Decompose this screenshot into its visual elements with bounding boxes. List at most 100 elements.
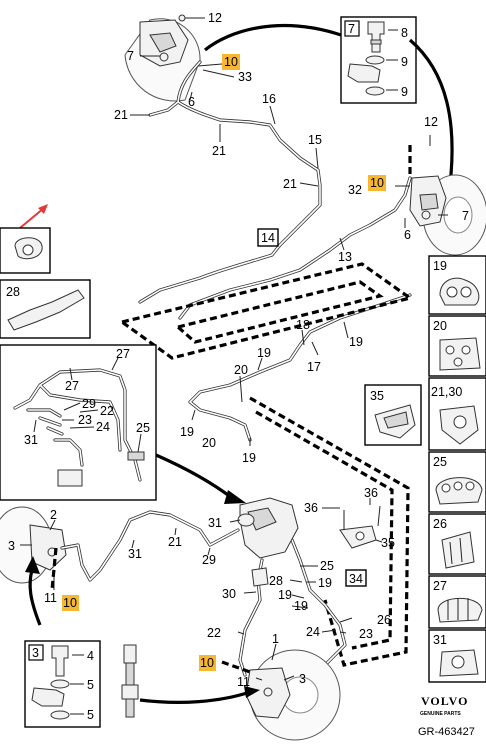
- label-13: 13: [338, 250, 352, 264]
- label-21a: 21: [114, 108, 128, 122]
- label-7b: 7: [462, 209, 469, 223]
- detail-label-4: 4: [87, 649, 94, 663]
- detail-label-8: 8: [401, 26, 408, 40]
- label-19e: 19: [318, 576, 332, 590]
- detail-7-title: 7: [348, 22, 355, 36]
- dashed-region-1: [118, 262, 414, 360]
- detail-box-3: 3 4 5 5: [24, 640, 101, 728]
- detail-box-7: 7 8 9 9: [340, 16, 417, 104]
- label-23: 23: [359, 627, 373, 641]
- label-16: 16: [262, 92, 276, 106]
- box27-label-27b: 27: [65, 379, 79, 393]
- detail-7-arrow: [408, 38, 454, 201]
- label-36a: 36: [304, 501, 318, 515]
- highlight-10d: [62, 595, 79, 611]
- side-label-25: 25: [433, 455, 447, 469]
- brand-sub: GENUINE PARTS: [420, 711, 461, 717]
- box27-label-31: 31: [24, 433, 38, 447]
- label-6b: 6: [404, 228, 411, 242]
- label-19a: 19: [349, 335, 363, 349]
- label-31b: 31: [208, 516, 222, 530]
- label-28: 28: [269, 574, 283, 588]
- side-panel: 19 20 21,30 25 26 27 31: [428, 255, 486, 683]
- label-15: 15: [308, 133, 322, 147]
- diagram-code: GR-463427: [418, 726, 475, 738]
- label-1: 1: [272, 632, 279, 646]
- label-17: 17: [307, 360, 321, 374]
- box27-label-29: 29: [82, 397, 96, 411]
- box27-label-27a: 27: [116, 347, 130, 361]
- box27-label-25: 25: [136, 421, 150, 435]
- label-20b: 20: [202, 436, 216, 450]
- label-19d: 19: [242, 451, 256, 465]
- label-2: 2: [50, 508, 57, 522]
- label-20a: 20: [234, 363, 248, 377]
- detail-3-title: 3: [32, 646, 39, 660]
- label-11b: 11: [237, 675, 250, 689]
- label-36b: 36: [364, 486, 378, 500]
- box-28-title: 28: [6, 285, 20, 299]
- detail-box-27: 27 27 29 22 23 24 31 25: [0, 344, 157, 501]
- rear-brake-pipe: [60, 510, 347, 677]
- label-25b: 25: [320, 559, 334, 573]
- side-label-21-30: 21,30: [431, 385, 462, 399]
- box27-label-22: 22: [100, 404, 114, 418]
- side-label-26: 26: [433, 517, 447, 531]
- side-label-31: 31: [433, 633, 447, 647]
- label-19f: 19: [278, 588, 292, 602]
- label-26: 26: [377, 613, 391, 627]
- detail-label-5b: 5: [87, 708, 94, 722]
- label-19g: 19: [294, 599, 308, 613]
- box27-label-24: 24: [96, 420, 110, 434]
- highlight-10b: [368, 175, 386, 191]
- label-21b: 21: [212, 144, 226, 158]
- label-24: 24: [306, 625, 320, 639]
- box27-label-23: 23: [78, 413, 92, 427]
- highlight-10: [222, 54, 240, 70]
- label-10d: 10: [63, 596, 77, 610]
- front-right-caliper: [409, 174, 486, 256]
- label-35: 35: [381, 536, 395, 550]
- label-21c: 21: [283, 177, 297, 191]
- label-32: 32: [348, 183, 362, 197]
- pipe-bracket: [339, 505, 381, 549]
- hose-detail: [121, 644, 139, 718]
- label-10: 10: [224, 55, 238, 69]
- label-21d: 21: [168, 535, 182, 549]
- detail-label-9b: 9: [401, 85, 408, 99]
- brand-name: VOLVO: [421, 694, 468, 708]
- label-7: 7: [127, 49, 134, 63]
- box-34: [345, 569, 367, 587]
- master-cylinder: [237, 497, 299, 559]
- label-33: 33: [238, 70, 252, 84]
- label-29: 29: [202, 553, 216, 567]
- dashed-region-2: [249, 396, 410, 667]
- front-brake-pipe: [138, 60, 412, 442]
- box-14-title: 14: [261, 231, 275, 245]
- label-30: 30: [222, 587, 236, 601]
- detail-label-9a: 9: [401, 55, 408, 69]
- label-6: 6: [188, 95, 195, 109]
- detail-box-28: 28: [0, 279, 91, 339]
- front-left-caliper: [124, 14, 201, 102]
- box-14: [257, 228, 279, 247]
- box-35-title: 35: [370, 389, 384, 403]
- label-10e: 10: [200, 656, 214, 670]
- label-22: 22: [207, 626, 221, 640]
- label-12b: 12: [424, 115, 438, 129]
- box-34-title: 34: [349, 572, 363, 586]
- detail-label-5a: 5: [87, 678, 94, 692]
- label-10b: 10: [370, 176, 384, 190]
- detail-box-35: 35: [364, 384, 422, 446]
- red-pointer-arrow: [19, 207, 45, 229]
- label-18: 18: [296, 318, 310, 332]
- label-31a: 31: [128, 547, 142, 561]
- label-19c: 19: [180, 425, 194, 439]
- label-19b: 19: [257, 346, 271, 360]
- rear-right-caliper: [245, 649, 341, 741]
- side-label-27: 27: [433, 579, 447, 593]
- side-label-20: 20: [433, 319, 447, 333]
- label-3: 3: [8, 539, 15, 553]
